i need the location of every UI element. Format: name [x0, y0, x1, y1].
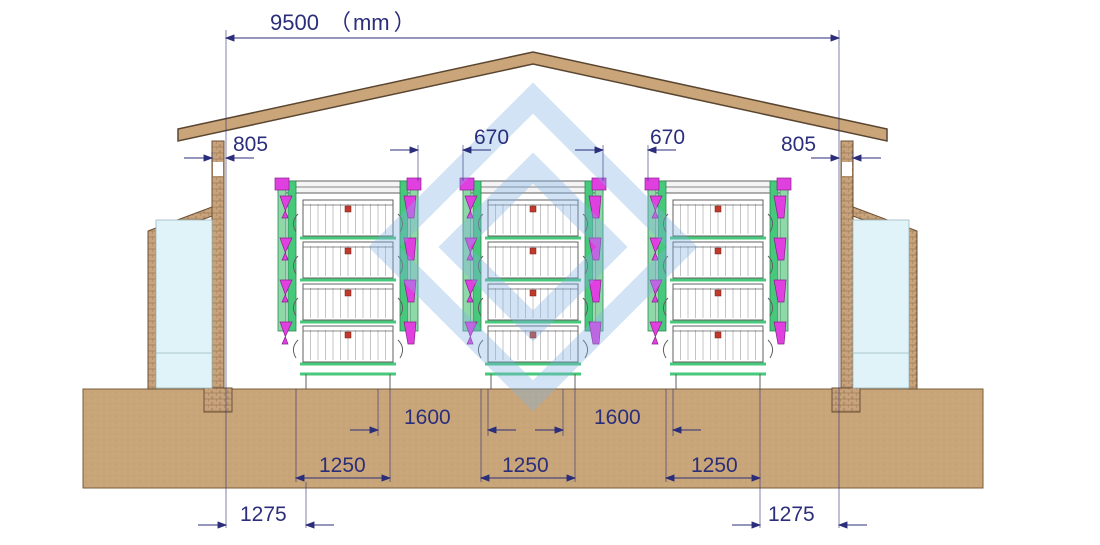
cage-stack	[459, 177, 607, 389]
top-gap-left-label: 670	[474, 126, 509, 149]
cage-tier	[670, 199, 766, 240]
right-wall-opening	[842, 162, 852, 176]
diamond-logo-watermark	[368, 82, 698, 412]
cage-tier	[300, 241, 396, 282]
cage-stack	[274, 177, 422, 389]
cage-middle-label: 1250	[502, 454, 549, 477]
cage-left-label: 1250	[319, 454, 366, 477]
cage-tier	[485, 199, 581, 240]
overall-width-label: 9500（mm）	[270, 10, 416, 35]
dimension-lines	[184, 30, 881, 529]
cage-tier	[485, 325, 581, 366]
cage-rows	[274, 177, 792, 389]
side-left-label: 1275	[240, 503, 287, 526]
cage-right-label: 1250	[691, 454, 738, 477]
left-wall-opening	[213, 162, 223, 176]
cage-tier	[670, 325, 766, 366]
right-annex-window	[852, 219, 910, 389]
cage-tier	[670, 283, 766, 324]
right-footing	[831, 387, 861, 413]
cage-stack	[644, 177, 792, 389]
left-footing	[203, 387, 233, 413]
cage-tier	[300, 199, 396, 240]
cage-tier	[300, 283, 396, 324]
cage-tier	[485, 283, 581, 324]
left-wall	[211, 140, 225, 389]
side-right-label: 1275	[768, 503, 815, 526]
eave-right-label: 805	[781, 133, 816, 156]
left-annex-window	[155, 219, 213, 389]
roof	[177, 51, 888, 142]
aisle-right-label: 1600	[594, 406, 641, 429]
top-gap-right-label: 670	[650, 126, 685, 149]
right-annex-roof	[852, 206, 918, 390]
cage-tier	[670, 241, 766, 282]
eave-left-label: 805	[233, 133, 268, 156]
right-wall	[840, 140, 854, 389]
cage-tier	[485, 241, 581, 282]
aisle-left-label: 1600	[404, 406, 451, 429]
cage-tier	[300, 325, 396, 366]
